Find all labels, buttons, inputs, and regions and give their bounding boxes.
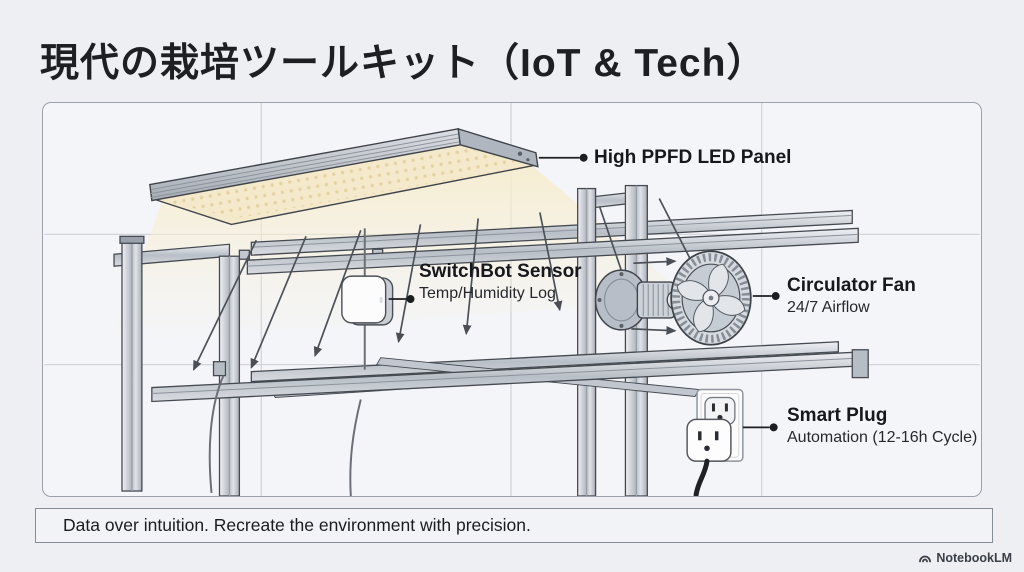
notebooklm-icon [919,555,932,563]
quote-text: Data over intuition. Recreate the enviro… [63,515,531,535]
callout-sensor: SwitchBot Sensor Temp/Humidity Log [419,261,582,303]
callout-fan: Circulator Fan 24/7 Airflow [787,275,916,317]
sensor-label: SwitchBot Sensor [419,261,582,282]
smart-plug-label: Smart Plug [787,405,888,426]
smart-plug-sublabel: Automation (12-16h Cycle) [787,428,978,446]
circulator-fan-icon [594,250,752,346]
page-title: 現代の栽培ツールキット（IoT & Tech） [40,42,767,85]
branding-label: NotebookLM [936,551,1012,565]
branding: NotebookLM [918,551,1012,565]
fan-sublabel: 24/7 Airflow [787,298,870,316]
fan-label: Circulator Fan [787,275,916,296]
led-panel-label: High PPFD LED Panel [594,147,792,168]
airflow-arrows-icon [631,257,677,335]
callout-smart-plug: Smart Plug Automation (12-16h Cycle) [787,405,977,447]
callout-led-panel: High PPFD LED Panel [594,147,791,169]
led-panel-icon [149,127,539,226]
callout-leader-lines [388,153,780,432]
grow-rack-icon [113,184,869,496]
sensor-sublabel: Temp/Humidity Log [419,284,556,302]
smart-plug-icon [686,388,744,496]
quote-box: Data over intuition. Recreate the enviro… [35,508,993,543]
switchbot-sensor-icon [341,228,394,370]
power-cables [208,375,362,496]
diagram-panel: High PPFD LED Panel SwitchBot Sensor Tem… [42,102,982,497]
diagram-illustration [44,103,980,496]
